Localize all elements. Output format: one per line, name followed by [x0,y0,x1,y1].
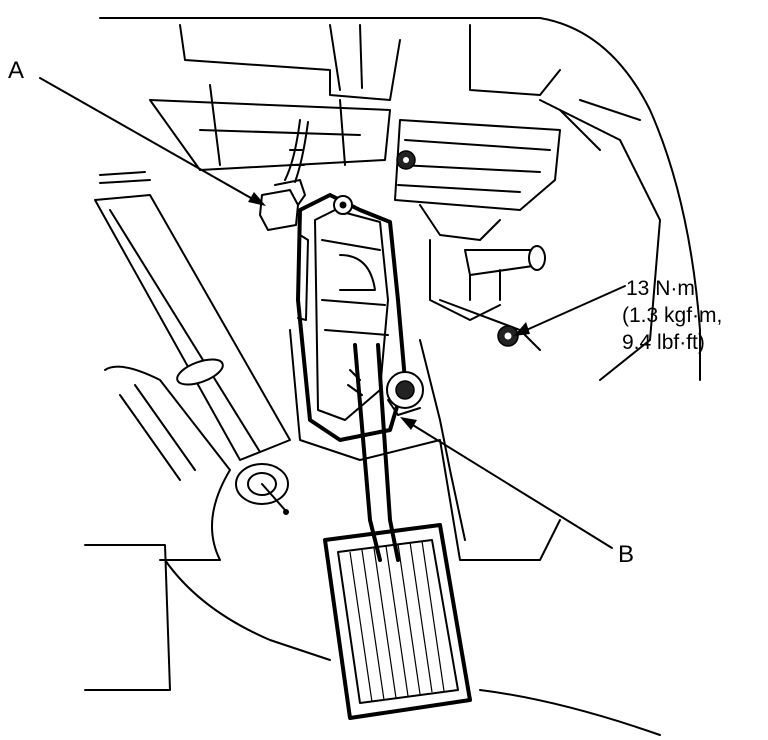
arrow-head-torque [514,322,530,336]
arrow-head-b [400,417,417,430]
leader-lines [39,77,626,549]
pedal-mounting-bolt [386,371,424,416]
pedal-pad [323,523,472,720]
callout-a-label: A [8,57,24,84]
callout-b-label: B [618,541,634,568]
pedal-assembly-housing [296,193,407,442]
arrow-head-a [248,192,266,206]
dashboard-lower-panel [99,17,701,381]
bracket-nut-upper [396,150,416,170]
steering-column [94,171,291,515]
torque-nut [497,325,519,347]
harness-connector [259,119,309,231]
torque-spec-line-2: (1.3 kgf·m, [622,304,722,327]
upper-mounting-bracket [394,119,561,351]
torque-spec-line-1: 13 N·m [626,277,695,300]
torque-spec-line-3: 9.4 lbf·ft) [622,331,705,354]
